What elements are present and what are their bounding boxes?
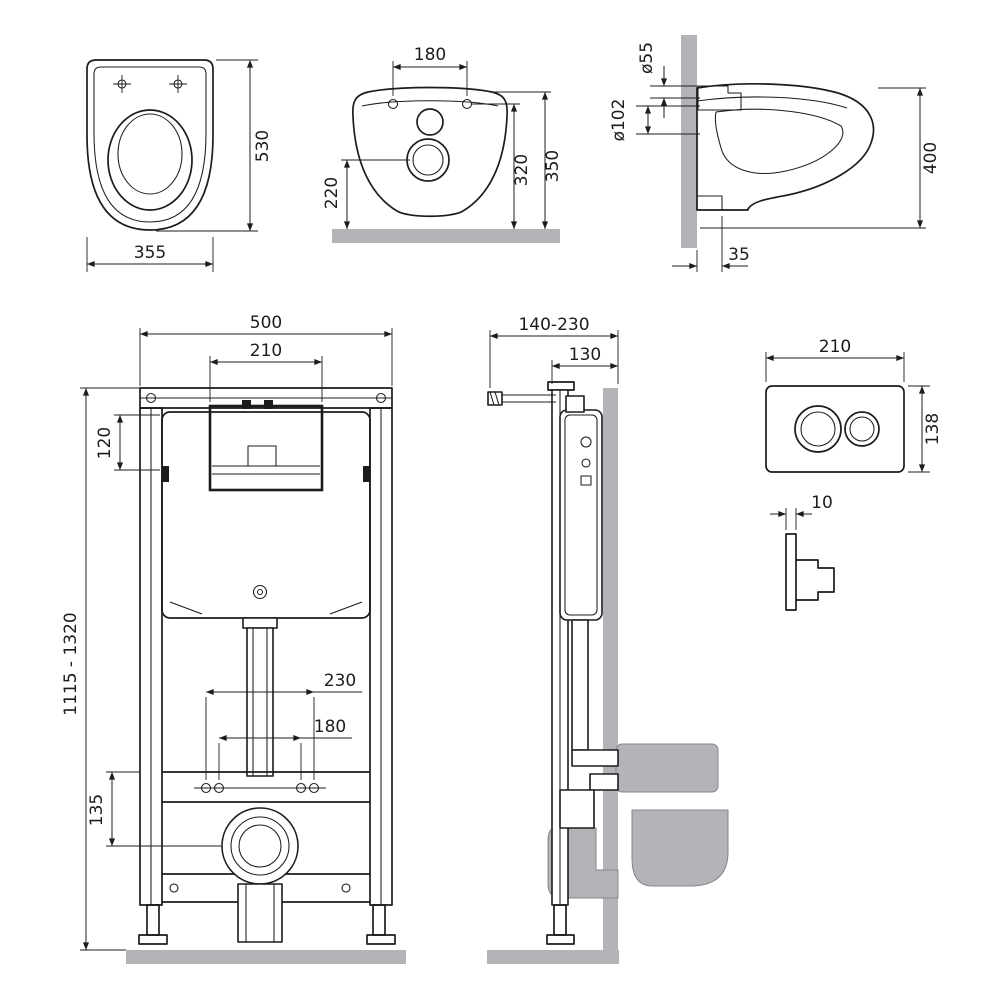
adjustable-leg-side bbox=[553, 904, 567, 936]
dim-label-320: 320 bbox=[512, 154, 532, 186]
bowl-connector-section bbox=[615, 743, 719, 793]
flush-plate-mechanism-side bbox=[795, 559, 835, 601]
view-flush-plate: 210 138 10 bbox=[765, 337, 943, 611]
dim-label-outlet-dia: ø102 bbox=[609, 99, 629, 142]
water-inlet-hole bbox=[416, 108, 444, 136]
dim-label-offset-35: 35 bbox=[728, 245, 750, 265]
fixing-hole-right bbox=[461, 98, 473, 110]
bowl-mount-bracket bbox=[696, 195, 723, 211]
inspection-window bbox=[208, 404, 324, 492]
dim-label-frame-height: 1115 - 1320 bbox=[61, 612, 81, 715]
cistern-latch bbox=[580, 475, 592, 486]
dim-label-135: 135 bbox=[87, 794, 107, 826]
bowl-side-inner bbox=[714, 108, 844, 174]
fill-valve bbox=[247, 445, 277, 467]
bowl-top-outline bbox=[86, 59, 214, 231]
mounting-stud bbox=[200, 782, 212, 794]
view-bowl-top: 530 355 bbox=[86, 59, 273, 272]
flush-button-small-outer bbox=[844, 411, 880, 447]
dim-label-studs-230: 230 bbox=[324, 671, 356, 691]
bowl-front-outline bbox=[351, 86, 509, 218]
bowl-side-section bbox=[631, 809, 729, 887]
outlet-hole-inner bbox=[412, 144, 444, 176]
seat-fixing-hole-left bbox=[113, 75, 131, 93]
cistern-fitting-upper bbox=[580, 436, 592, 448]
floor-section-front bbox=[126, 950, 406, 964]
dim-label-bowl-depth: 530 bbox=[253, 130, 273, 162]
flush-button-small-inner bbox=[849, 416, 875, 442]
cistern-fitting-lower bbox=[581, 458, 591, 468]
dim-label-hole-spacing: 180 bbox=[414, 45, 446, 65]
drain-socket-outer bbox=[221, 807, 299, 885]
flush-inlet-connector bbox=[697, 85, 742, 111]
cistern-bracket-left bbox=[162, 466, 169, 482]
drain-down-pipe bbox=[559, 789, 595, 829]
flush-pipe-collar bbox=[242, 617, 278, 629]
dim-label-studs-180: 180 bbox=[314, 717, 346, 737]
view-bowl-front: 180 220 320 350 bbox=[322, 45, 563, 243]
window-clip-left bbox=[242, 400, 251, 409]
bowl-side-outline bbox=[696, 83, 875, 211]
flush-valve-port bbox=[252, 584, 268, 600]
flush-plate-side bbox=[785, 533, 797, 611]
dim-label-220: 220 bbox=[322, 177, 342, 209]
fixing-hole-left bbox=[387, 98, 399, 110]
flush-pipe-side bbox=[571, 619, 589, 751]
view-frame-side: 140-230 130 bbox=[487, 315, 729, 964]
dim-label-bowl-height: 400 bbox=[921, 142, 941, 174]
mounting-stud bbox=[213, 782, 225, 794]
bowl-seat-outline bbox=[93, 66, 207, 223]
mounting-stud bbox=[308, 782, 320, 794]
cistern-filler-neck bbox=[565, 395, 585, 413]
dim-label-plate-thickness: 10 bbox=[811, 493, 833, 513]
drain-socket-mid bbox=[230, 816, 290, 876]
mounting-stud bbox=[295, 782, 307, 794]
bowl-opening-inner bbox=[117, 113, 183, 195]
wall-section-side bbox=[681, 35, 697, 248]
dim-label-120: 120 bbox=[95, 427, 115, 459]
dim-label-bowl-width: 355 bbox=[134, 243, 166, 263]
dim-label-plate-width: 210 bbox=[819, 337, 851, 357]
finished-wall-section bbox=[603, 388, 618, 950]
dim-label-frame-width: 500 bbox=[250, 313, 282, 333]
flush-bend-to-bowl bbox=[571, 749, 619, 767]
foot-plate-left bbox=[138, 934, 168, 945]
dim-label-plate-height: 138 bbox=[923, 413, 943, 445]
cistern-bracket-right bbox=[363, 466, 370, 482]
view-frame-front: 500 210 120 1115 - 1320 230 180 135 bbox=[61, 313, 406, 964]
base-screw-right bbox=[341, 883, 351, 893]
dim-label-inlet-dia: ø55 bbox=[637, 42, 657, 74]
dim-label-window-width: 210 bbox=[250, 341, 282, 361]
window-clip-right bbox=[264, 400, 273, 409]
top-bar-screw-right bbox=[375, 392, 387, 404]
bowl-opening-outer bbox=[107, 109, 193, 211]
wall-section-front bbox=[332, 229, 560, 243]
bowl-side-seat-line bbox=[696, 96, 848, 109]
bowl-front-rim-line bbox=[361, 100, 499, 107]
dim-label-depth-range: 140-230 bbox=[518, 315, 589, 335]
foot-plate-side bbox=[546, 934, 575, 945]
adjustable-leg-left bbox=[146, 904, 160, 936]
drain-socket-inner bbox=[238, 824, 282, 868]
view-bowl-side: ø55 ø102 400 35 bbox=[609, 35, 941, 272]
adjustable-leg-right bbox=[372, 904, 386, 936]
drain-stub-from-bowl bbox=[589, 773, 619, 791]
base-screw-left bbox=[169, 883, 179, 893]
cistern-body bbox=[161, 411, 371, 619]
seat-fixing-hole-right bbox=[169, 75, 187, 93]
flush-button-large-outer bbox=[794, 405, 842, 453]
floor-section-side bbox=[487, 950, 619, 964]
foot-plate-right bbox=[366, 934, 396, 945]
dim-label-350: 350 bbox=[543, 150, 563, 182]
dim-label-depth-130: 130 bbox=[569, 345, 601, 365]
drain-duct bbox=[237, 883, 283, 943]
flush-plate-front bbox=[765, 385, 905, 473]
top-bar-screw-left bbox=[145, 392, 157, 404]
flush-pipe bbox=[246, 627, 274, 777]
flush-button-large-inner bbox=[800, 411, 836, 447]
